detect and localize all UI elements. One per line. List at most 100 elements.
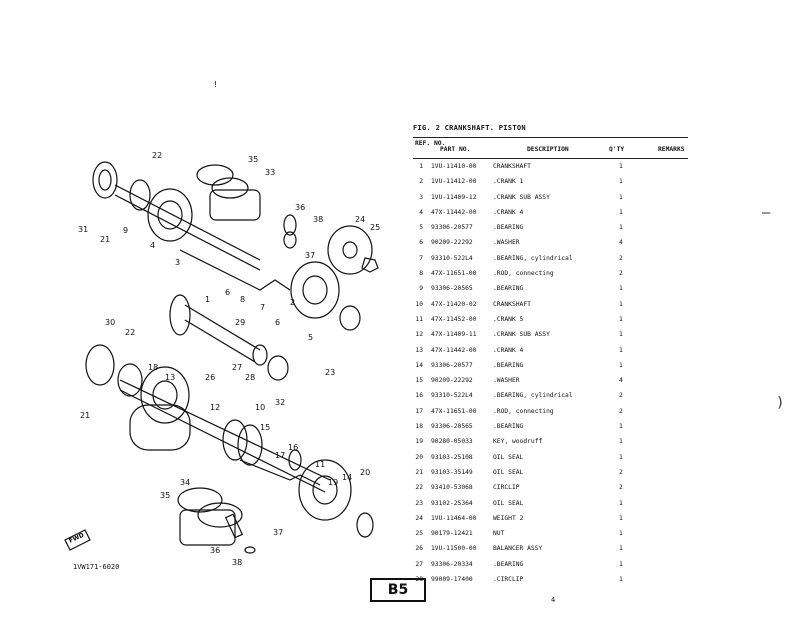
svg-text:21: 21 [80,411,90,420]
description-cell: OIL SEAL [493,468,524,476]
ref-no-cell: 23 [415,499,423,507]
description-cell: CRANKSHAFT [493,163,531,170]
qty-cell: 1 [619,499,623,507]
part-no-cell: 93310-522L4 [431,392,473,400]
qty-cell: 1 [619,193,623,201]
part-no-cell: 47X-11442-00 [431,208,477,216]
description-cell: CRANKSHAFT [493,300,531,308]
svg-text:12: 12 [210,403,220,412]
header-remarks: REMARKS [658,146,685,153]
part-no-cell: 93410-53068 [431,484,473,492]
description-cell: OIL SEAL [493,499,524,507]
qty-cell: 1 [619,453,623,461]
svg-text:15: 15 [260,423,270,432]
description-cell: KEY, woodruff [493,438,543,446]
description-cell: .BEARING [493,285,524,293]
part-no-cell: 90209-22292 [431,239,473,247]
svg-text:11: 11 [315,460,325,469]
svg-text:25: 25 [370,223,380,232]
description-cell: .BEARING, cylindrical [493,254,573,262]
qty-cell: 1 [619,300,623,308]
ref-no-cell: 2 [419,178,423,186]
part-no-cell: 47X-11409-11 [431,331,477,339]
ref-no-cell: 27 [415,560,423,568]
part-no-cell: 47X-11452-00 [431,315,477,323]
ref-no-cell: 14 [415,361,423,369]
ref-no-cell: 7 [419,254,423,262]
svg-text:21: 21 [100,235,110,244]
description-cell: WEIGHT 2 [493,514,524,522]
ref-no-cell: 3 [419,193,423,201]
description-cell: .BEARING [493,361,524,369]
svg-text:24: 24 [355,215,365,224]
svg-text:35: 35 [248,155,258,164]
part-no-cell: 47X-11651-00 [431,270,477,278]
ref-no-cell: 9 [419,285,423,293]
part-no-cell: 1VU-11409-12 [431,193,477,201]
table-row: 17 47X-11651-00 .ROD, connecting 2 [413,404,688,419]
qty-cell: 1 [619,315,623,323]
page-number: 4 [551,596,556,604]
part-no-cell: 47X-11651-00 [431,407,477,415]
svg-text:4: 4 [150,241,155,250]
qty-cell: 4 [619,239,623,247]
ref-no-cell: 6 [419,239,423,247]
figure-code: 1VW171-6020 [73,563,120,571]
svg-text:28: 28 [245,373,255,382]
stray-mark: ! [213,80,218,89]
ref-no-cell: 5 [419,224,423,232]
part-no-cell: 93306-20577 [431,361,473,369]
svg-text:32: 32 [275,398,285,407]
ref-no-cell: 8 [419,270,423,278]
svg-text:30: 30 [105,318,115,327]
svg-text:5: 5 [308,333,313,342]
description-cell: .ROD, connecting [493,407,554,415]
svg-text:22: 22 [152,151,162,160]
description-cell: .CIRCLIP [493,576,524,584]
description-cell: .BEARING, cylindrical [493,392,573,400]
description-cell: .CRANK 5 [493,315,524,323]
ref-no-cell: 20 [415,453,423,461]
svg-text:38: 38 [313,215,323,224]
svg-text:29: 29 [235,318,245,327]
part-no-cell: 99009-17400 [431,576,473,584]
ref-no-cell: 25 [415,530,423,538]
qty-cell: 2 [619,407,623,415]
part-no-cell: 1VU-11412-00 [431,178,477,186]
qty-cell: 1 [619,423,623,431]
qty-cell: 2 [619,484,623,492]
header-ref-no: REF. NO. [415,140,446,147]
svg-text:10: 10 [255,403,265,412]
svg-text:35: 35 [160,491,170,500]
qty-cell: 2 [619,468,623,476]
ref-no-cell: 21 [415,468,423,476]
qty-cell: 4 [619,377,623,385]
svg-text:7: 7 [260,303,265,312]
svg-text:23: 23 [325,368,335,377]
ref-no-cell: 17 [415,407,423,415]
svg-text:1: 1 [205,295,210,304]
exploded-diagram: FWD 22 35 33 31 21 9 4 3 36 38 37 24 25 … [60,140,400,580]
description-cell: OIL SEAL [493,453,524,461]
ref-no-cell: 16 [415,392,423,400]
description-cell: .ROD, connecting [493,270,554,278]
svg-text:27: 27 [232,363,242,372]
part-no-cell: 90209-22292 [431,377,473,385]
part-no-cell: 93102-25364 [431,499,473,507]
svg-text:3: 3 [175,258,180,267]
description-cell: .CRANK 1 [493,178,524,186]
qty-cell: 1 [619,514,623,522]
qty-cell: 2 [619,254,623,262]
